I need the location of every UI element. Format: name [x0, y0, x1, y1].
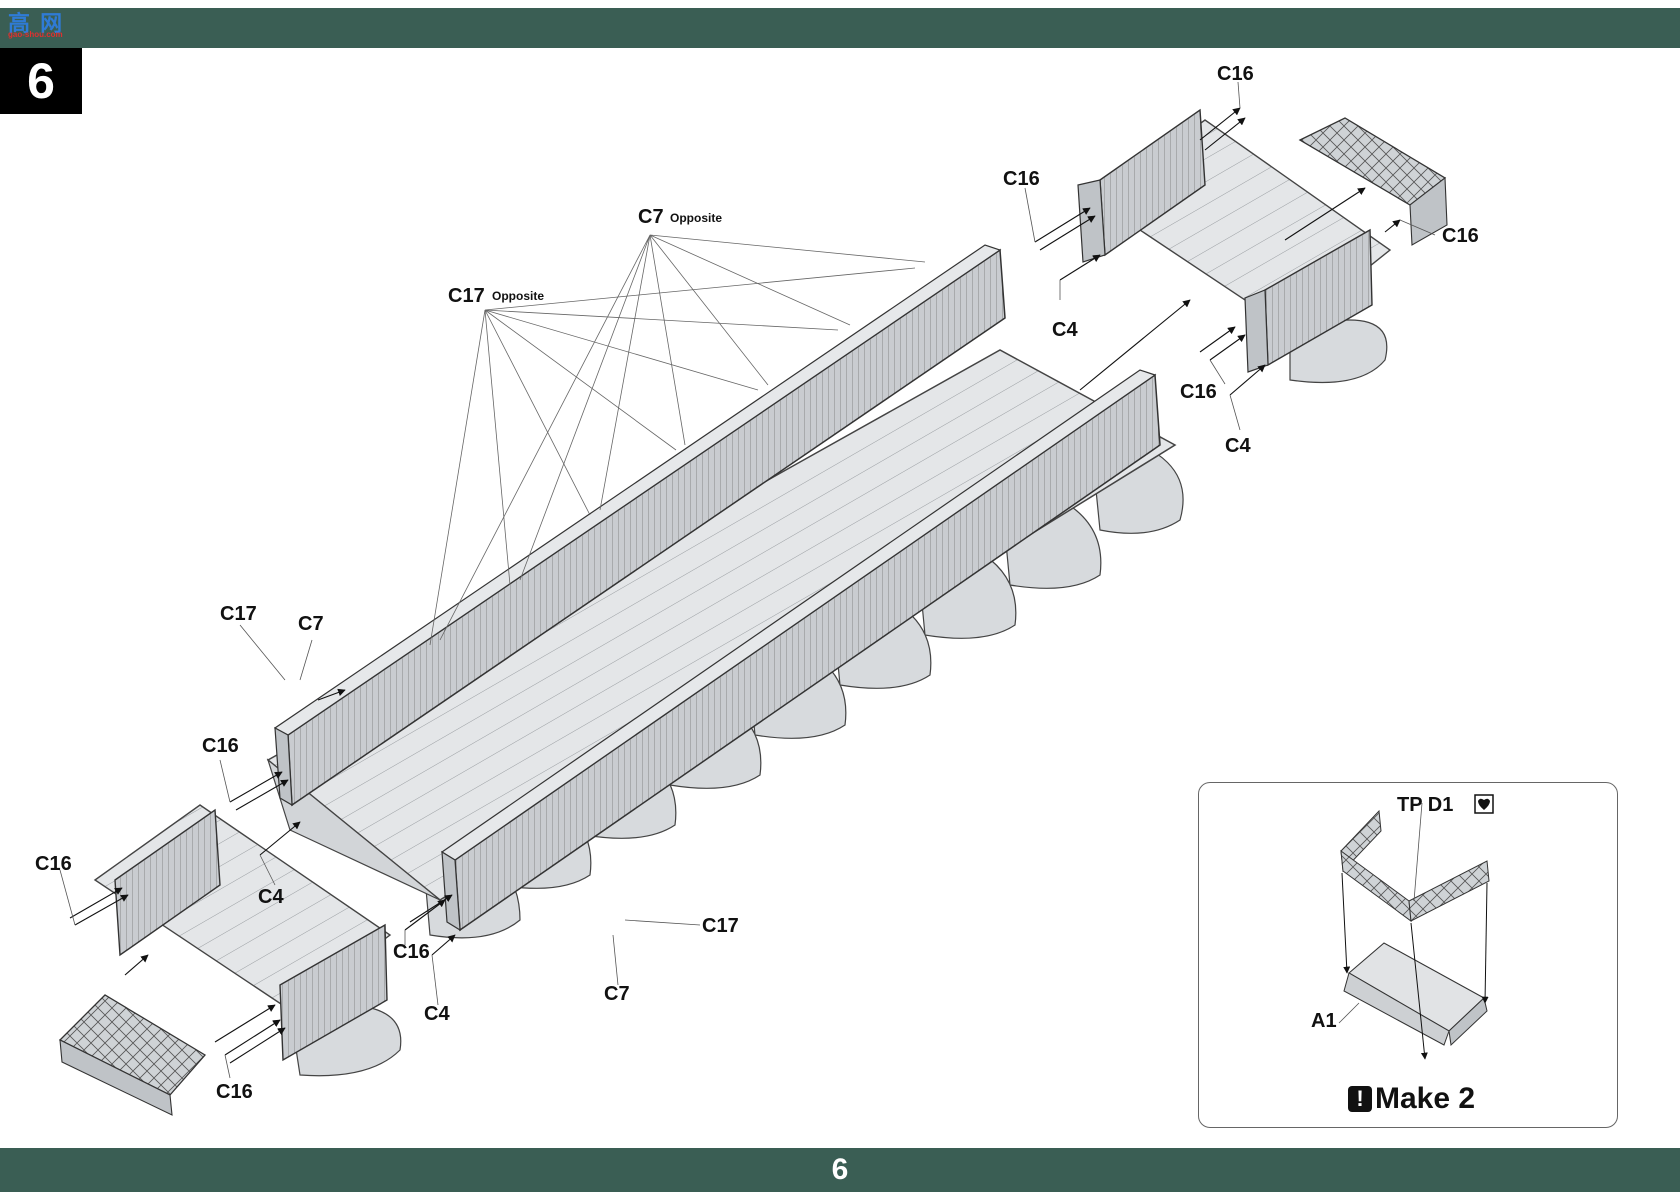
label-c7-left: C7 [298, 613, 324, 635]
make-2-note: !Make 2 [1348, 1082, 1475, 1116]
label-c16-top: C16 [1217, 63, 1254, 85]
inset-tp-label: TP D1 [1397, 794, 1453, 816]
label-c16-center-low: C16 [393, 941, 430, 963]
inset-box: TP D1 A1 [1198, 782, 1618, 1128]
label-c16-right-ramp: C16 [1442, 225, 1479, 247]
label-c17-bottom: C17 [702, 915, 739, 937]
right-ramp [1298, 117, 1447, 206]
logo-text: 高 网 [8, 11, 65, 36]
inset-diagram: TP D1 A1 [1311, 794, 1494, 1060]
heart-glyph [1478, 798, 1490, 810]
opposite-leader-lines [429, 234, 926, 646]
logo-subtext: gao-shou.com [8, 30, 63, 39]
label-c16-right-lower: C16 [1180, 381, 1217, 403]
label-c16-bottom: C16 [216, 1081, 253, 1103]
bottom-band [0, 1148, 1680, 1192]
label-c4-right-lower: C4 [1225, 435, 1251, 457]
label-c4-center-low: C4 [424, 1003, 450, 1025]
step-number: 6 [0, 48, 82, 114]
label-pointer-lines [59, 81, 1436, 1079]
warning-icon: ! [1348, 1086, 1372, 1112]
label-c7-opposite: C7 [638, 206, 664, 228]
make-text: Make 2 [1375, 1082, 1476, 1115]
top-band [0, 8, 1680, 48]
right-barge [1077, 108, 1392, 384]
label-c7-bottom: C7 [604, 983, 630, 1005]
label-c17-left: C17 [220, 603, 257, 625]
inset-a1-label: A1 [1311, 1010, 1337, 1032]
main-barge [266, 244, 1184, 939]
label-c4-right-upper: C4 [1052, 319, 1078, 341]
left-barge [93, 804, 402, 1077]
label-c4-left: C4 [258, 886, 284, 908]
assembly-arrows [69, 107, 1401, 1064]
page-number: 6 [831, 1153, 849, 1186]
label-c16-left-end: C16 [35, 853, 72, 875]
label-c16-right-upper: C16 [1003, 168, 1040, 190]
label-c16-left-upper: C16 [202, 735, 239, 757]
site-logo: 高 网 gao-shou.com [2, 6, 76, 42]
label-c7-opposite-word: Opposite [670, 211, 722, 225]
label-c17-opposite-word: Opposite [492, 289, 544, 303]
label-c17-opposite: C17 [448, 285, 485, 307]
